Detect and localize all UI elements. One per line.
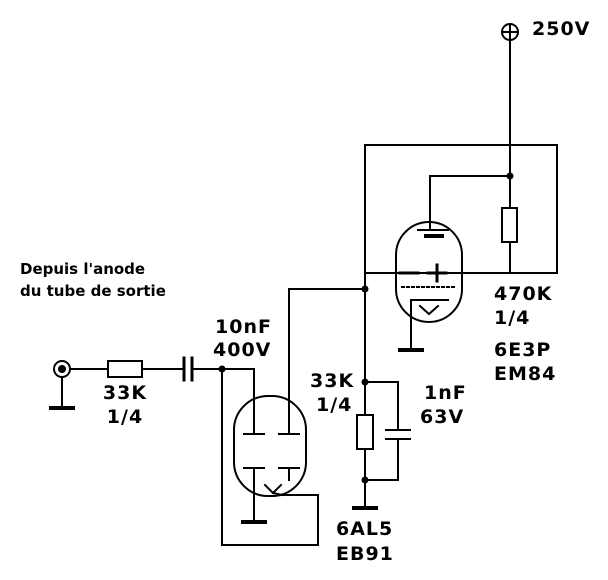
grid-bus-wire <box>288 272 366 411</box>
anode-resistor-power: 1/4 <box>494 307 531 329</box>
eye-tube-name2: EM84 <box>494 363 557 385</box>
anode-resistor-value: 470K <box>494 283 553 305</box>
filter-capacitor <box>385 381 411 481</box>
input-jack <box>53 360 71 378</box>
eye-tube-name1: 6E3P <box>494 339 552 361</box>
eye-tube-envelope <box>395 221 463 323</box>
eye-tube-internals <box>398 229 457 345</box>
input-resistor-power: 1/4 <box>106 406 144 428</box>
diode-tube-name1: 6AL5 <box>336 518 394 540</box>
load-resistor-power: 1/4 <box>316 394 353 416</box>
diode-tube-name2: EB91 <box>336 543 394 565</box>
input-resistor-value: 33K <box>102 382 148 404</box>
diode-tube-internals <box>243 409 300 521</box>
filter-cap-voltage: 63V <box>420 406 465 428</box>
supply-terminal <box>501 23 519 41</box>
anode-resistor <box>501 207 518 243</box>
input-resistor <box>107 360 143 378</box>
load-resistor-value: 33K <box>310 370 355 392</box>
diode-tube-envelope <box>233 395 307 497</box>
eye-tube-anode-wire <box>429 172 514 229</box>
coupling-cap-value: 10nF <box>215 316 272 338</box>
supply-voltage-label: 250V <box>532 18 591 40</box>
coupling-capacitor <box>182 356 194 382</box>
coupling-cap-voltage: 400V <box>213 339 272 361</box>
filter-cap-value: 1nF <box>424 382 467 404</box>
input-label-line2: du tube de sortie <box>20 282 166 300</box>
input-label-line1: Depuis l'anode <box>20 260 146 278</box>
load-resistor <box>356 414 374 450</box>
